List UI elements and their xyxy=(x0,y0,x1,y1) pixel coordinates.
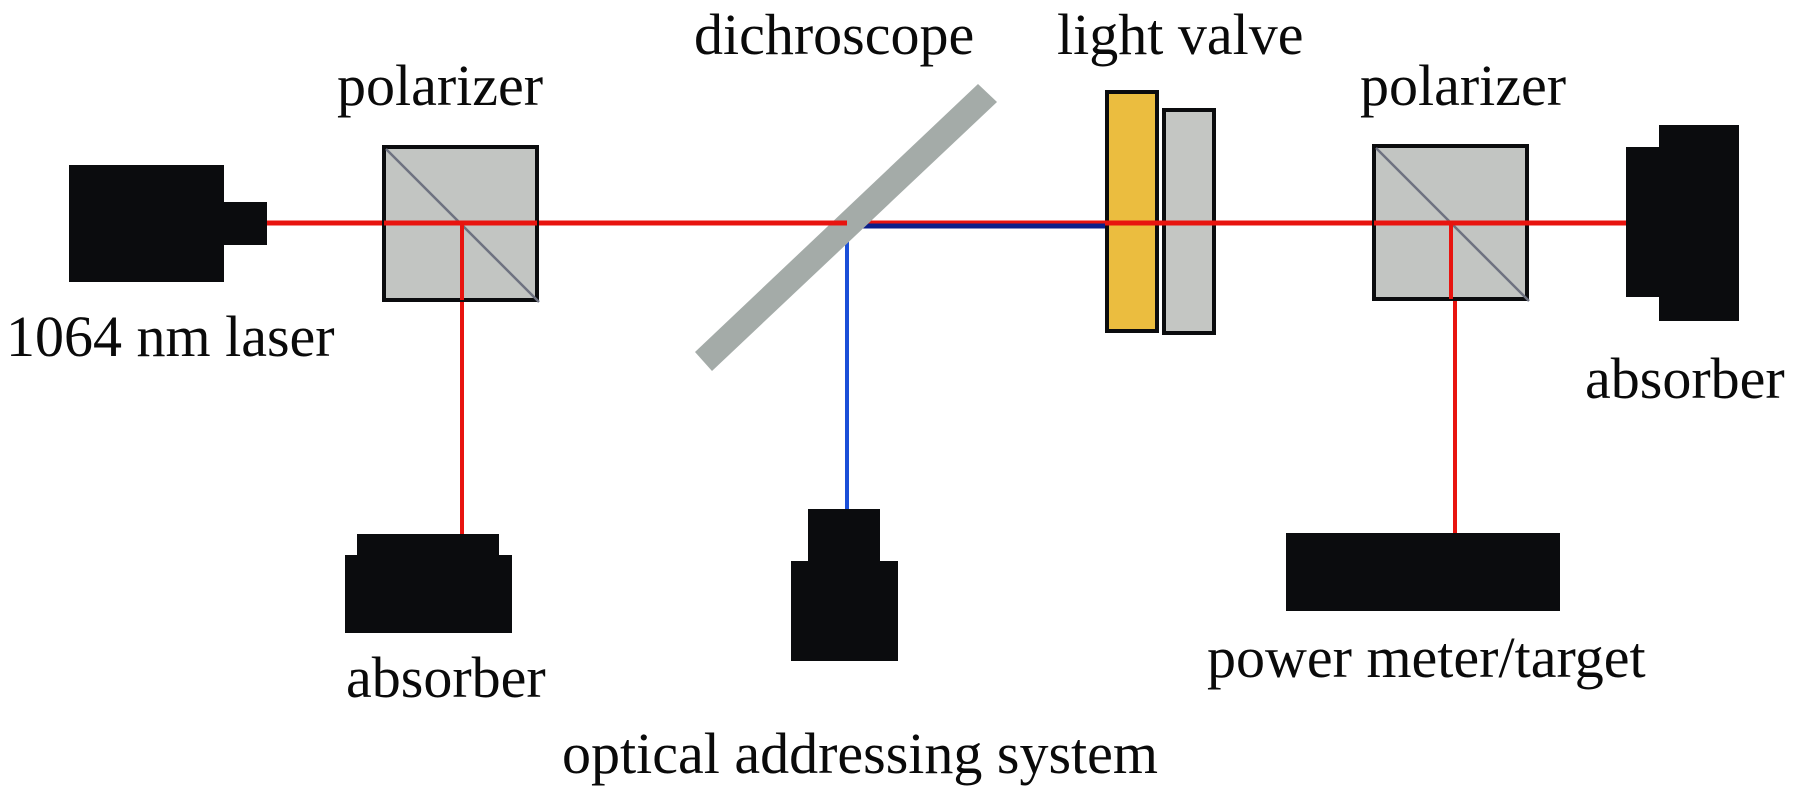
power-meter-icon xyxy=(1286,533,1560,611)
label-dichroscope: dichroscope xyxy=(694,2,974,67)
label-polarizer-1: polarizer xyxy=(337,53,543,118)
label-optical-addressing-system: optical addressing system xyxy=(562,721,1158,786)
label-laser: 1064 nm laser xyxy=(6,304,335,369)
absorber-1-icon xyxy=(345,534,512,633)
label-absorber-2: absorber xyxy=(1585,346,1785,411)
laser-icon xyxy=(69,165,267,282)
label-polarizer-2: polarizer xyxy=(1360,53,1566,118)
label-power-meter: power meter/target xyxy=(1207,625,1646,690)
label-absorber-1: absorber xyxy=(346,645,546,710)
dichroscope-icon xyxy=(695,84,997,371)
absorber-2-icon xyxy=(1626,125,1739,321)
optical-addressing-system-icon xyxy=(791,509,898,661)
light-valve-icon xyxy=(1105,90,1216,335)
label-light-valve: light valve xyxy=(1057,2,1303,67)
